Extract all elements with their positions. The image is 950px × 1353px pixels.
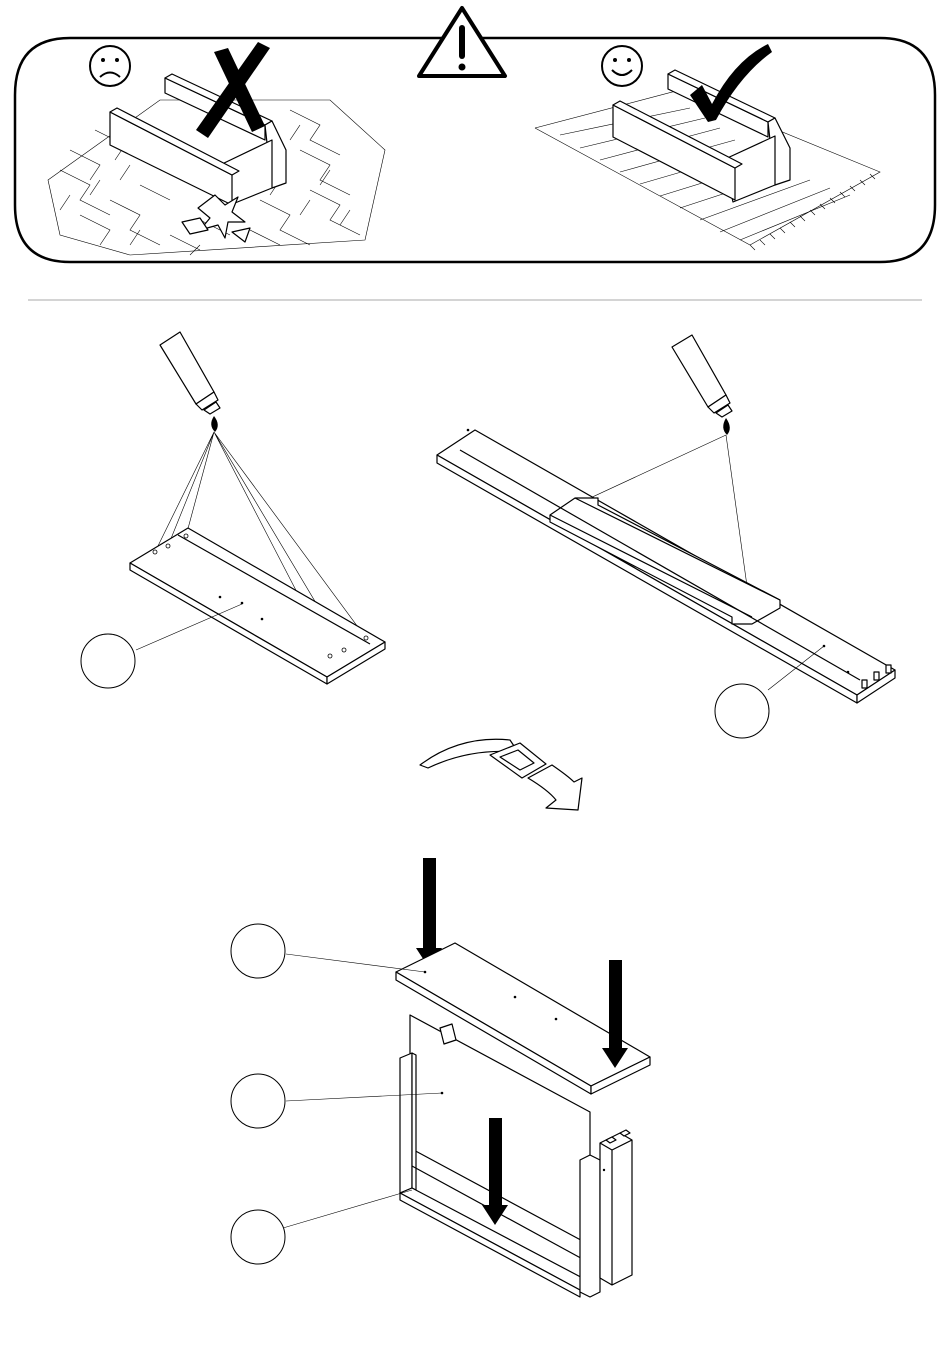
happy-face-icon — [602, 46, 642, 86]
part-callout-left — [81, 634, 135, 688]
warning-panel — [15, 8, 935, 262]
falling-box-wrong — [110, 74, 286, 242]
down-arrow-icon — [602, 960, 628, 1068]
part-callout-top-panel — [231, 924, 285, 978]
glue-tube-icon — [160, 332, 220, 432]
glue-step-right — [437, 335, 895, 738]
part-callout-right — [715, 684, 769, 738]
part-callout-frame — [231, 1210, 285, 1264]
curved-turn-arrow-icon — [420, 739, 582, 810]
glue-tube-icon — [672, 335, 732, 435]
warning-triangle-icon — [419, 8, 505, 76]
glue-step-left — [81, 332, 385, 688]
sad-face-icon — [90, 46, 130, 86]
assembly-step — [231, 858, 650, 1297]
part-callout-back-panel — [231, 1074, 285, 1128]
